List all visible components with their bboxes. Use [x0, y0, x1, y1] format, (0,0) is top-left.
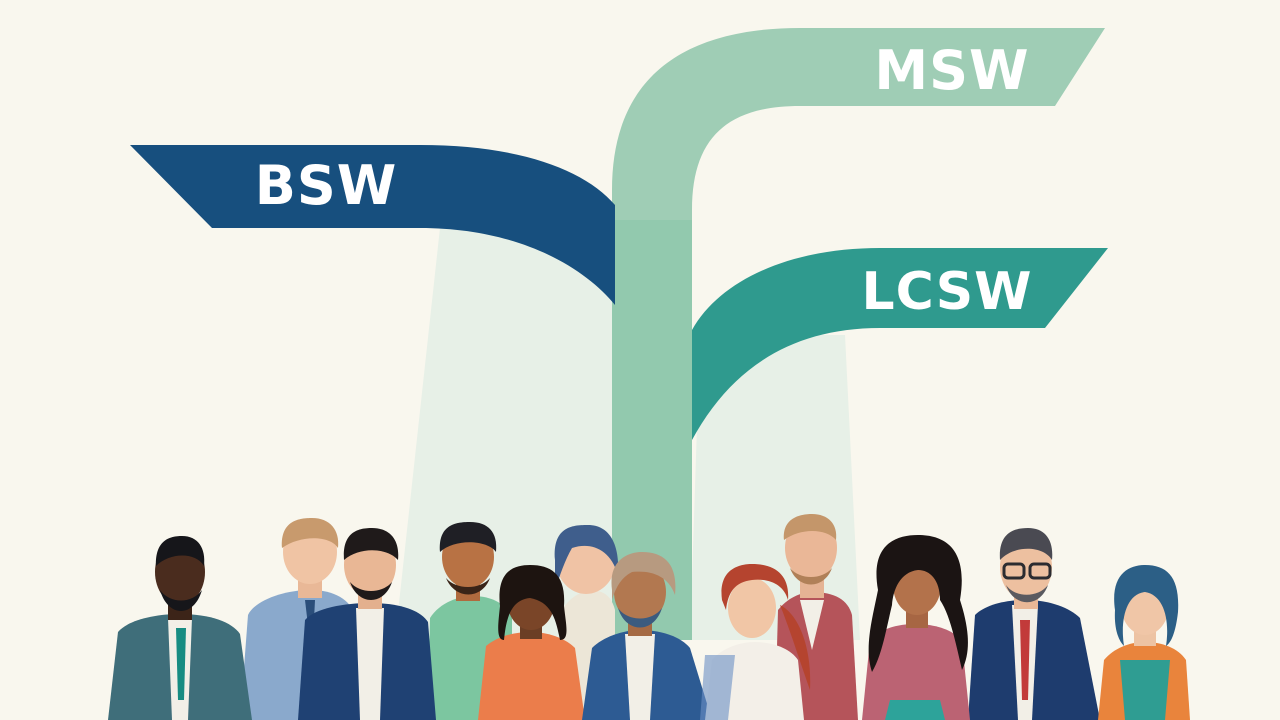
msw-label: MSW	[874, 39, 1029, 102]
lcsw-label: LCSW	[861, 262, 1032, 322]
lcsw-sign	[692, 248, 1108, 440]
person-front-3	[478, 565, 585, 720]
person-back-5	[968, 528, 1100, 720]
person-front-5	[700, 564, 811, 720]
person-front-7	[1098, 565, 1190, 720]
person-front-4	[582, 552, 712, 720]
person-front-1	[108, 536, 252, 720]
bsw-sign	[130, 145, 615, 305]
person-front-6	[862, 535, 970, 720]
person-front-2	[298, 528, 436, 720]
bsw-label: BSW	[255, 154, 398, 217]
